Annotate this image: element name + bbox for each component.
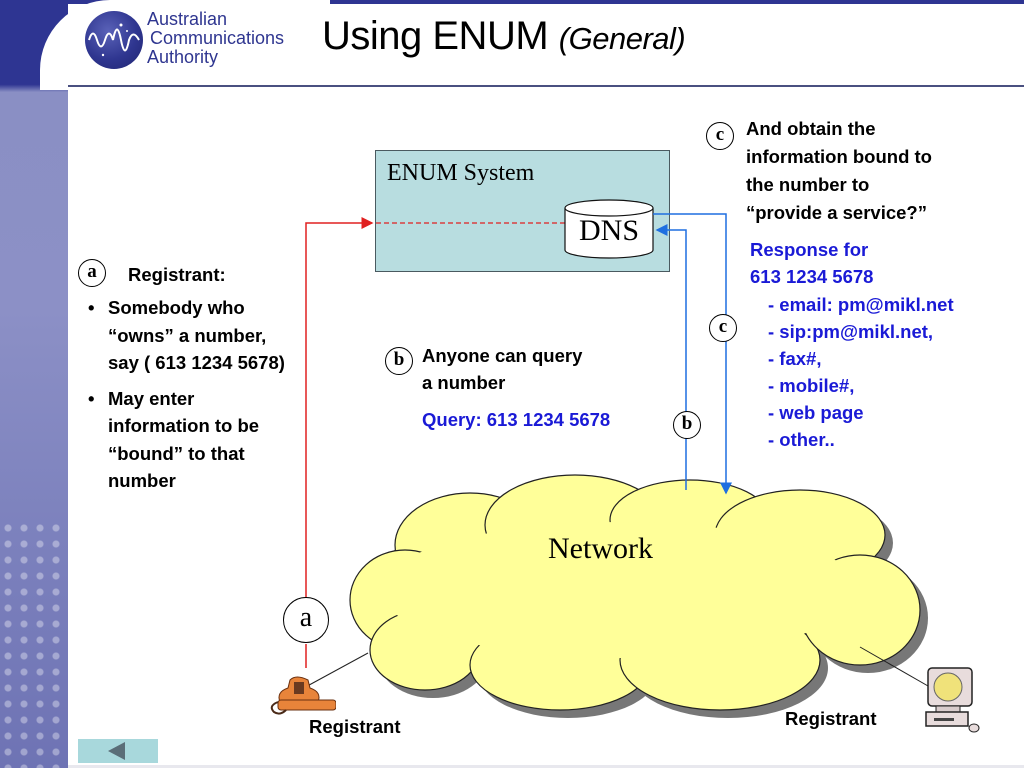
obtain-text-line: information bound to xyxy=(746,146,932,167)
marker-a: a xyxy=(78,259,106,287)
acma-logo-text: Australian Communications Authority xyxy=(147,10,284,67)
marker-c: c xyxy=(706,122,734,150)
computer-icon xyxy=(925,667,980,733)
logo-line: Authority xyxy=(147,47,219,67)
marker-b: b xyxy=(385,347,413,375)
slide-title: Using ENUM (General) xyxy=(322,14,686,59)
query-number: Query: 613 1234 5678 xyxy=(422,409,611,430)
response-item: - email: pm@mikl.net xyxy=(768,294,954,315)
logo-line: Australian xyxy=(147,9,228,29)
path-marker-a: a xyxy=(283,597,329,643)
dns-cylinder xyxy=(564,199,654,259)
response-number: 613 1234 5678 xyxy=(750,266,874,287)
bullet-item: May enter information to be “bound” to t… xyxy=(86,385,296,495)
title-main: Using ENUM xyxy=(322,14,549,58)
footer-divider xyxy=(68,765,1024,768)
phone-registrant-label: Registrant xyxy=(309,716,401,737)
response-path-line xyxy=(653,213,732,495)
header-band xyxy=(68,0,1024,4)
response-item: - mobile#, xyxy=(768,375,855,396)
triangle-left-icon xyxy=(108,742,125,760)
sidebar-decoration xyxy=(0,0,68,768)
obtain-text-line: And obtain the xyxy=(746,118,876,139)
obtain-text-line: the number to xyxy=(746,174,870,195)
telephone-icon xyxy=(270,676,336,715)
dns-label: DNS xyxy=(578,214,639,247)
response-item: - other.. xyxy=(768,429,835,450)
enum-system-label: ENUM System xyxy=(387,160,535,186)
query-text-line: Anyone can query xyxy=(422,345,583,366)
title-sub: (General) xyxy=(558,21,686,56)
path-marker-c: c xyxy=(709,314,737,342)
registrant-heading: Registrant: xyxy=(128,264,226,285)
obtain-text-line: “provide a service?” xyxy=(746,202,927,223)
query-path-line xyxy=(655,224,687,490)
circuit-pattern xyxy=(0,520,68,768)
query-text-line: a number xyxy=(422,372,506,393)
response-heading: Response for xyxy=(750,239,869,260)
logo-line: Communications xyxy=(150,28,285,48)
bullet-item: Somebody who “owns” a number, say ( 613 … xyxy=(86,294,296,377)
response-item: - sip:pm@mikl.net, xyxy=(768,321,934,342)
network-label: Network xyxy=(548,532,653,565)
acma-logo-icon xyxy=(85,11,143,69)
response-item: - web page xyxy=(768,402,864,423)
registrant-bullets: Somebody who “owns” a number, say ( 613 … xyxy=(86,294,296,503)
previous-slide-button[interactable] xyxy=(78,739,158,763)
computer-link-line xyxy=(859,646,936,691)
path-marker-b: b xyxy=(673,411,701,439)
phone-link-line xyxy=(299,652,369,691)
computer-registrant-label: Registrant xyxy=(785,708,877,729)
header-divider xyxy=(68,85,1024,87)
registrant-path-line xyxy=(305,217,374,598)
response-item: - fax#, xyxy=(768,348,822,369)
